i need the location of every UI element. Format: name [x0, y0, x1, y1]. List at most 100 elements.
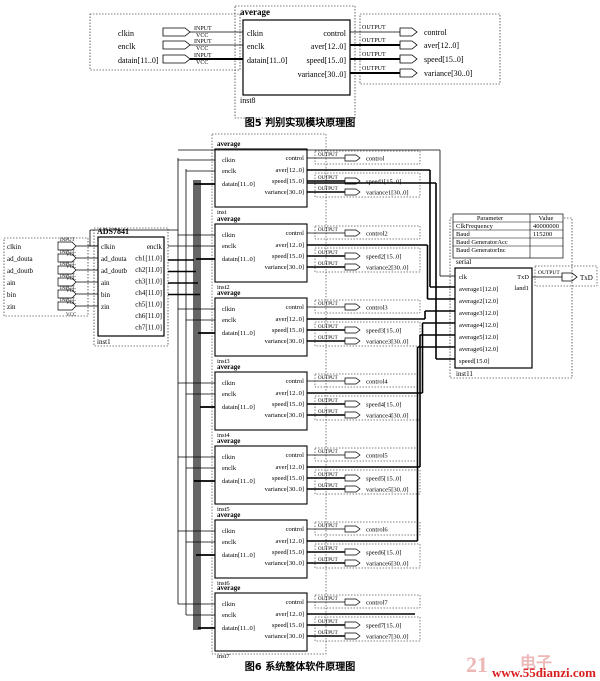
average-out-type: OUTPUT [318, 302, 338, 307]
average-block-inst: inst6 [217, 580, 230, 587]
output-pin-icon [344, 188, 361, 196]
adc-ports: clkinad_doutaad_doutbainbinzinenclkch1[1… [101, 243, 162, 332]
average-block-inst7: averageinst7clkinenclkdatain[11..0]contr… [214, 584, 421, 660]
average-out-type: OUTPUT [318, 153, 338, 158]
average-out-port: speed[15..0] [272, 253, 304, 260]
serial-inst: inst11 [456, 370, 473, 378]
fig5-pin-label-clkin: clkin [118, 29, 134, 38]
fig5-out-label-variance: variance[30..0] [424, 69, 473, 78]
average-in-port: clkin [222, 232, 236, 239]
average-block-body [214, 371, 308, 431]
serial-out-port: TxD [517, 274, 529, 281]
output-pin-icon [561, 272, 578, 282]
output-pin-icon [344, 598, 361, 606]
fig5-pin-type: INPUT [194, 53, 212, 59]
figure6: ADS7841 inst1 clkinad_doutaad_doutbainbi… [3, 133, 598, 680]
average-out-label: variance2[30..0] [366, 265, 409, 272]
output-pin-icon [399, 40, 418, 50]
average-block-inst: inst7 [217, 653, 230, 660]
average-out-port: speed[15..0] [272, 475, 304, 482]
param-header-value: Value [539, 215, 554, 222]
average-out-label: speed7[15..0] [366, 623, 401, 630]
fig5-port-aver: aver[12..0] [311, 42, 346, 51]
average-block-title: average [217, 584, 240, 592]
average-in-port: enclk [222, 168, 237, 175]
average-out-label: variance3[30..0] [366, 339, 409, 346]
fig5-port-control: control [323, 29, 346, 38]
adc-out-port: ch6[11.0] [135, 312, 162, 320]
fig6-input-type: INPUT [60, 238, 75, 243]
fig6-input-label: ain [7, 279, 16, 287]
average-out-type: OUTPUT [318, 228, 338, 233]
average-block-body [214, 223, 308, 283]
fig5-pin-type: INPUT [194, 26, 212, 32]
average-out-port: variance[30..0] [265, 560, 304, 567]
average-out-label: speed4[15..0] [366, 402, 401, 409]
average-in-port: clkin [222, 601, 236, 608]
fig5-out-label-speed: speed[15..0] [424, 55, 464, 64]
output-pin-icon [344, 559, 361, 567]
param-name: ClkFrequency [456, 223, 494, 230]
fig6-input-vcc: VCC [66, 301, 77, 306]
average-out-port: aver[12..0] [275, 316, 304, 323]
serial-in-port: clk [459, 274, 468, 281]
average-block-body [214, 592, 308, 652]
fig6-input-vcc: VCC [66, 253, 77, 258]
average-out-type: OUTPUT [318, 399, 338, 404]
output-pin-icon [399, 27, 418, 37]
fig5-output-pin-aver: OUTPUT aver[12..0] [350, 38, 459, 50]
output-pin-icon [344, 154, 361, 162]
fig6-input-vcc: VCC [66, 265, 77, 270]
input-pin-icon [57, 277, 77, 287]
fig5-block-title: average [240, 7, 270, 17]
average-blocks: averageinstclkinenclkdatain[11..0]contro… [214, 140, 421, 660]
average-out-type: OUTPUT [318, 251, 338, 256]
output-pin-icon [344, 411, 361, 419]
adc-in-port: ad_douta [101, 255, 128, 263]
average-out-type: OUTPUT [318, 524, 338, 529]
adc-out-port: ch2[11.0] [135, 266, 162, 274]
fig5-output-pin-speed: OUTPUT speed[15..0] [350, 52, 464, 64]
average-block-body [214, 445, 308, 505]
average-out-label: control [366, 156, 385, 163]
input-pin-icon [57, 289, 77, 299]
average-out-port: aver[12..0] [275, 464, 304, 471]
serial-ports: clkaverage1[12.0]average2[12.0]average3[… [459, 274, 529, 365]
adc-out-port: ch1[11.0] [135, 255, 162, 263]
fig5-port-speed: speed[15..0] [306, 56, 346, 65]
fig5-out-type: OUTPUT [362, 52, 386, 58]
average-block-title: average [217, 215, 240, 223]
output-pin-icon [344, 525, 361, 533]
average-block-inst3: averageinst3clkinenclkdatain[11..0]contr… [214, 289, 421, 365]
adc-in-port: bin [101, 291, 110, 299]
average-block-inst: inst5 [217, 506, 230, 513]
average-block-title: average [217, 511, 240, 519]
adc-block: ADS7841 inst1 clkinad_doutaad_doutbainbi… [93, 227, 169, 347]
adc-out-port: enclk [147, 243, 163, 251]
fig5-caption: 图5 判别实现模块原理图 [245, 116, 355, 129]
fig5-pin-vcc: VCC [196, 60, 208, 66]
fig6-input-frame [3, 237, 89, 317]
average-out-label: speed6[15..0] [366, 550, 401, 557]
average-out-type: OUTPUT [318, 484, 338, 489]
fig6-input-vcc: VCC [66, 277, 77, 282]
average-block-body [214, 519, 308, 579]
fig5-input-pin-enclk: enclk INPUT VCC [118, 39, 243, 52]
average-out-type: OUTPUT [318, 547, 338, 552]
fig6-input-type: INPUT [60, 298, 75, 303]
average-in-port: enclk [222, 612, 237, 619]
serial-in-port: speed[15.0] [459, 358, 490, 365]
average-in-port: datain[11..0] [222, 404, 255, 411]
param-value: 115200 [533, 231, 552, 238]
average-block-body [214, 148, 308, 208]
average-out-port: variance[30..0] [265, 264, 304, 271]
average-out-port: speed[15..0] [272, 327, 304, 334]
average-in-port: clkin [222, 157, 236, 164]
fig5-average-block [242, 19, 351, 96]
adc-in-port: ain [101, 279, 110, 287]
input-pin-icon [57, 301, 77, 311]
fig5-out-type: OUTPUT [362, 66, 386, 72]
